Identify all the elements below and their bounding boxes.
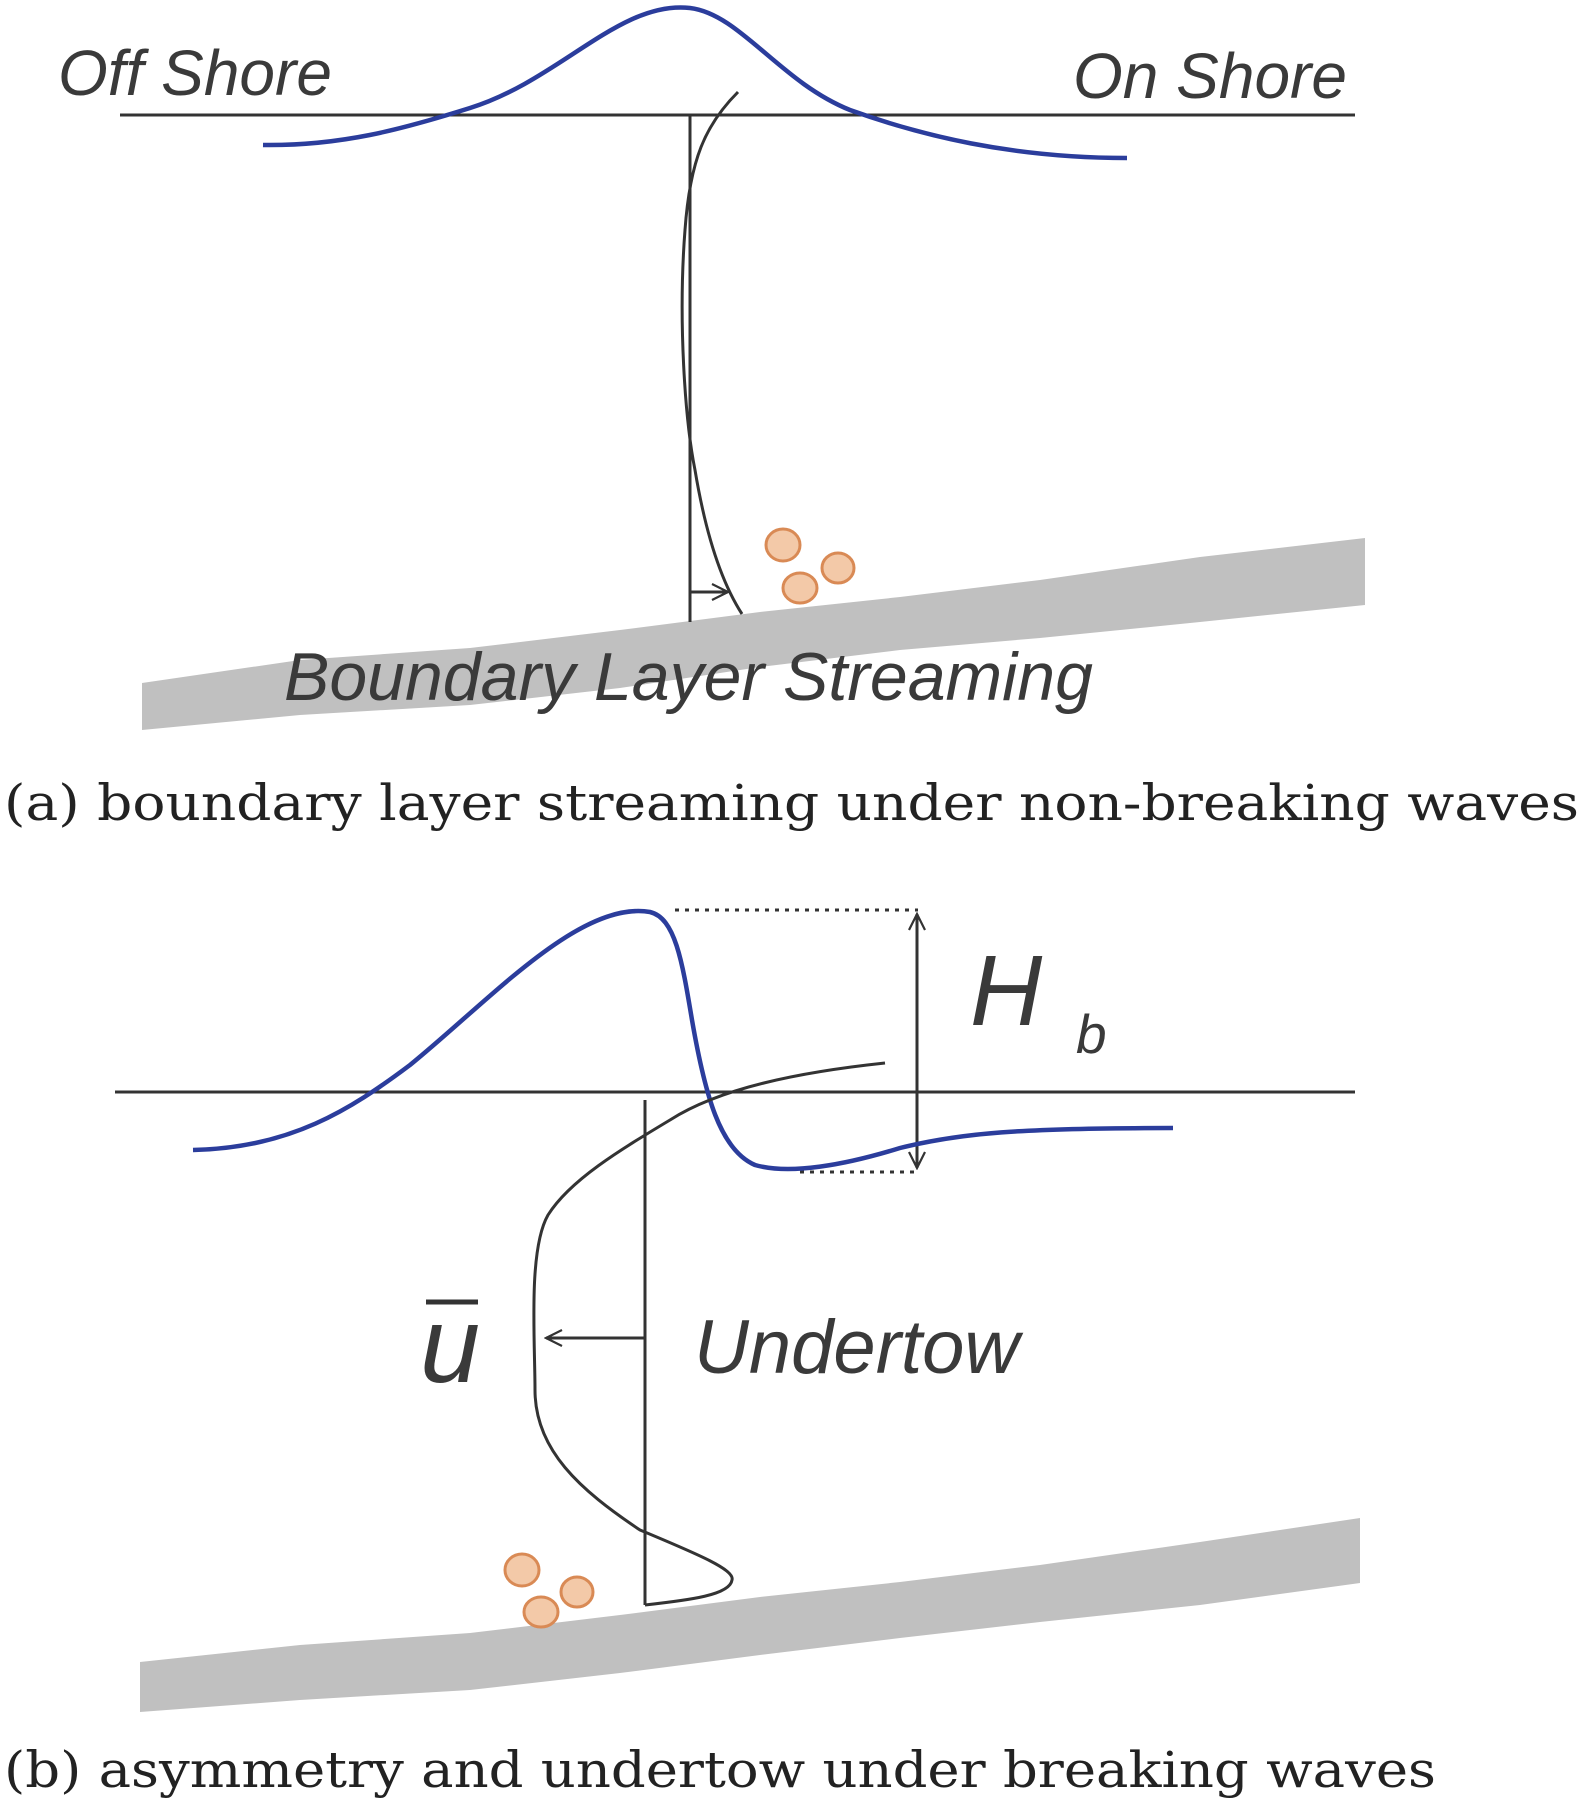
sediment-grain bbox=[764, 527, 802, 563]
seabed-a bbox=[142, 538, 1365, 730]
sediment-grain bbox=[781, 571, 819, 605]
off-shore-label: Off Shore bbox=[58, 37, 332, 109]
breaker-height-subscript: b bbox=[1076, 1003, 1107, 1065]
velocity-profile-a bbox=[680, 90, 744, 615]
sediment-grain bbox=[503, 1552, 541, 1588]
undertow-velocity-profile bbox=[532, 1061, 886, 1607]
panel-b: H b u Undertow (b) asymmetry and underto… bbox=[4, 908, 1436, 1799]
undertow-label: Undertow bbox=[694, 1305, 1023, 1390]
caption-b: (b) asymmetry and undertow under breakin… bbox=[4, 1741, 1436, 1799]
boundary-layer-streaming-label: Boundary Layer Streaming bbox=[284, 639, 1093, 715]
sediment-group-b bbox=[503, 1552, 595, 1629]
panel-a: Off Shore On Shore Boundary Layer Stream… bbox=[4, 5, 1579, 832]
wave-profile-a bbox=[262, 5, 1128, 161]
caption-a: (a) boundary layer streaming under non-b… bbox=[4, 774, 1579, 832]
seabed-b bbox=[140, 1518, 1360, 1712]
breaker-height-symbol: H bbox=[970, 935, 1043, 1047]
wave-profile-b bbox=[192, 908, 1174, 1172]
on-shore-label: On Shore bbox=[1073, 40, 1347, 112]
mean-velocity-symbol: u bbox=[420, 1284, 480, 1405]
breaker-height-label: H b bbox=[970, 935, 1107, 1065]
sediment-grain bbox=[559, 1575, 595, 1609]
sediment-grain bbox=[522, 1595, 560, 1629]
sediment-grain bbox=[820, 551, 856, 585]
sediment-group-a bbox=[764, 527, 856, 605]
